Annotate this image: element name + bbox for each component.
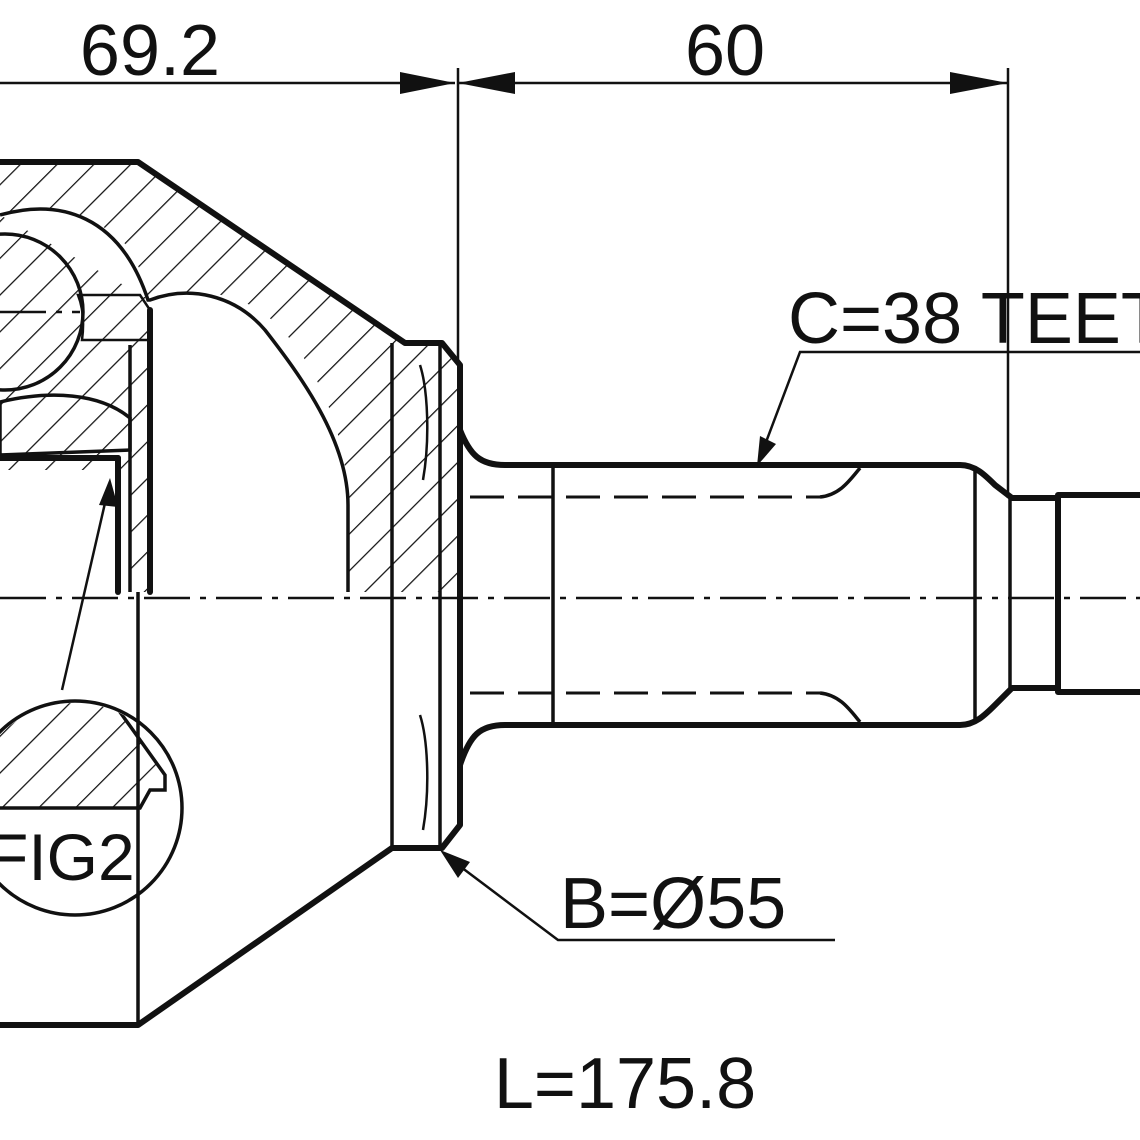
fig2-leader (60, 489, 110, 691)
fig2-detail (0, 699, 184, 917)
inner-cavity (0, 210, 348, 593)
fig2-label: FIG2 (0, 820, 135, 894)
teeth-label: C=38 TEETH (788, 279, 1140, 359)
total-length-label: L=175.8 (494, 1044, 756, 1124)
dim-60-label: 60 (685, 11, 765, 91)
diameter-label: B=Ø55 (560, 864, 786, 944)
housing-outline (0, 159, 463, 1028)
teeth-leader (758, 350, 1140, 459)
dimension-69-2 (0, 72, 455, 94)
dimension-60 (458, 72, 1008, 94)
shaft-outline (457, 427, 1140, 501)
dim-69-2-label: 69.2 (80, 11, 220, 91)
diameter-leader (444, 854, 835, 942)
